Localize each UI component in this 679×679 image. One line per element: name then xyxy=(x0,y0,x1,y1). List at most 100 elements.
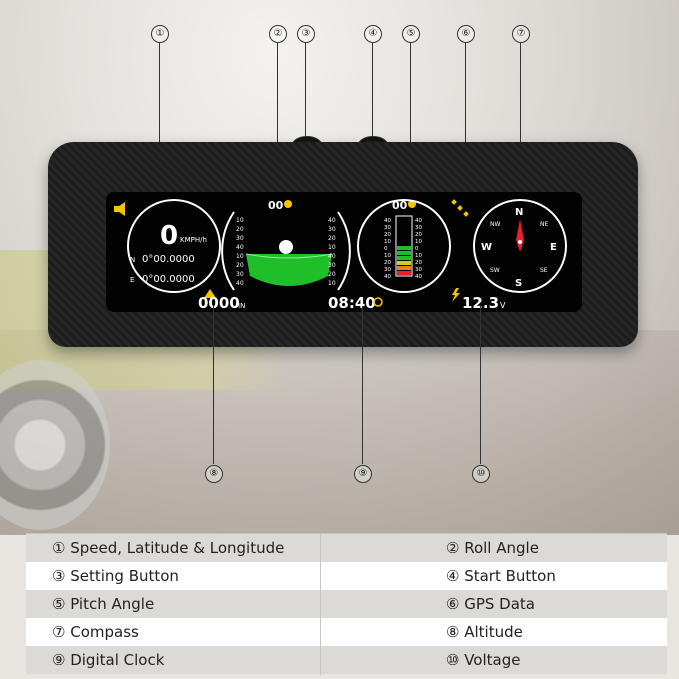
leader-4 xyxy=(372,43,373,136)
latitude-value: 0°00.0000 xyxy=(142,254,195,265)
legend-item: ⑩ Voltage xyxy=(446,651,521,669)
legend-item: ③ Setting Button xyxy=(52,567,179,585)
legend-item: ⑥ GPS Data xyxy=(446,595,535,613)
callout-3: ③ xyxy=(297,25,315,43)
compass-se: SE xyxy=(540,267,548,274)
compass-s: S xyxy=(515,278,522,289)
legend-row: ③ Setting Button ④ Start Button xyxy=(26,562,667,590)
scale-label: 20 xyxy=(236,226,244,233)
callout-4: ④ xyxy=(364,25,382,43)
callout-5: ⑤ xyxy=(402,25,420,43)
scale-label: 20 xyxy=(328,271,336,278)
legend-item: ⑤ Pitch Angle xyxy=(52,595,155,613)
altitude-unit: IN xyxy=(238,302,245,310)
leader-7 xyxy=(520,43,521,210)
scale-label: 10 xyxy=(384,239,391,245)
lcd-screen: 0 KMPH/h N 0°00.0000 E 0°00.0000 0000 IN… xyxy=(106,192,582,312)
scale-label: 0 xyxy=(384,246,388,252)
legend-divider xyxy=(320,533,321,675)
compass-nw: NW xyxy=(490,221,500,228)
speed-dial-ring xyxy=(127,199,221,293)
clock-icon xyxy=(373,297,383,307)
altitude-value: 0000 xyxy=(198,294,240,312)
speed-value: 0 xyxy=(160,221,178,251)
legend-item: ⑨ Digital Clock xyxy=(52,651,165,669)
roll-center-dot xyxy=(279,240,293,254)
scale-label: 10 xyxy=(384,253,391,259)
scale-label: 40 xyxy=(384,218,391,224)
scale-label: 40 xyxy=(415,218,422,224)
callout-6: ⑥ xyxy=(457,25,475,43)
roll-gauge xyxy=(221,211,351,291)
scale-label: 10 xyxy=(236,253,244,260)
legend-item: ⑦ Compass xyxy=(52,623,139,641)
roll-horizon-fill xyxy=(246,254,332,286)
legend-row: ⑤ Pitch Angle ⑥ GPS Data xyxy=(26,590,667,618)
roll-readout: 00 xyxy=(268,199,284,212)
scale-label: 10 xyxy=(415,253,422,259)
scale-label: 20 xyxy=(384,232,391,238)
pitch-dial-ring xyxy=(357,199,451,293)
scale-label: 10 xyxy=(415,239,422,245)
scale-label: 10 xyxy=(328,244,336,251)
scale-label: 30 xyxy=(384,267,391,273)
legend-row: ⑨ Digital Clock ⑩ Voltage xyxy=(26,646,667,674)
leader-9 xyxy=(362,306,363,464)
scale-label: 30 xyxy=(384,225,391,231)
pitch-bar-fill xyxy=(397,246,411,275)
altitude-mountain-icon xyxy=(204,289,216,298)
leader-5 xyxy=(410,43,411,203)
scale-label: 30 xyxy=(236,271,244,278)
speaker-icon xyxy=(114,202,125,216)
legend-table: ① Speed, Latitude & Longitude ② Roll Ang… xyxy=(26,533,667,676)
speed-unit: KMPH/h xyxy=(180,236,207,244)
leader-3 xyxy=(305,43,306,139)
compass-ne: NE xyxy=(540,221,548,228)
leader-2 xyxy=(277,43,278,203)
callout-7: ⑦ xyxy=(512,25,530,43)
scale-label: 40 xyxy=(236,280,244,287)
scale-label: 30 xyxy=(415,225,422,231)
scale-label: 0 xyxy=(415,246,419,252)
leader-1 xyxy=(159,43,160,200)
scale-label: 10 xyxy=(328,280,336,287)
compass-ring xyxy=(473,199,567,293)
clock-value: 08:40 xyxy=(328,294,376,312)
callout-2: ② xyxy=(269,25,287,43)
legend-item: ② Roll Angle xyxy=(446,539,539,557)
compass-w: W xyxy=(481,242,492,253)
pitch-readout: 00 xyxy=(392,199,408,212)
scale-label: 30 xyxy=(328,226,336,233)
roll-indicator-icon xyxy=(284,200,292,208)
scale-label: 20 xyxy=(415,232,422,238)
leader-10 xyxy=(480,306,481,464)
leader-8 xyxy=(213,306,214,464)
scale-label: 20 xyxy=(384,260,391,266)
longitude-value: 0°00.0000 xyxy=(142,274,195,285)
scale-label: 40 xyxy=(328,253,336,260)
scale-label: 20 xyxy=(415,260,422,266)
leader-6 xyxy=(465,43,466,203)
legend-row: ① Speed, Latitude & Longitude ② Roll Ang… xyxy=(26,534,667,562)
longitude-prefix: E xyxy=(130,276,134,284)
voltage-bolt-icon xyxy=(452,288,460,302)
scale-label: 40 xyxy=(236,244,244,251)
callout-8: ⑧ xyxy=(205,465,223,483)
legend-item: ④ Start Button xyxy=(446,567,556,585)
hud-device: 0 KMPH/h N 0°00.0000 E 0°00.0000 0000 IN… xyxy=(48,136,638,350)
voltage-value: 12.3 xyxy=(462,294,499,312)
legend-item: ⑧ Altitude xyxy=(446,623,523,641)
callout-10: ⑩ xyxy=(472,465,490,483)
compass-n: N xyxy=(515,207,523,218)
gps-satellite-icon xyxy=(451,199,469,217)
pitch-bar-frame xyxy=(395,215,413,277)
compass-sw: SW xyxy=(490,267,500,274)
legend-row: ⑦ Compass ⑧ Altitude xyxy=(26,618,667,646)
background-wheel xyxy=(0,360,110,530)
latitude-prefix: N xyxy=(130,256,135,264)
